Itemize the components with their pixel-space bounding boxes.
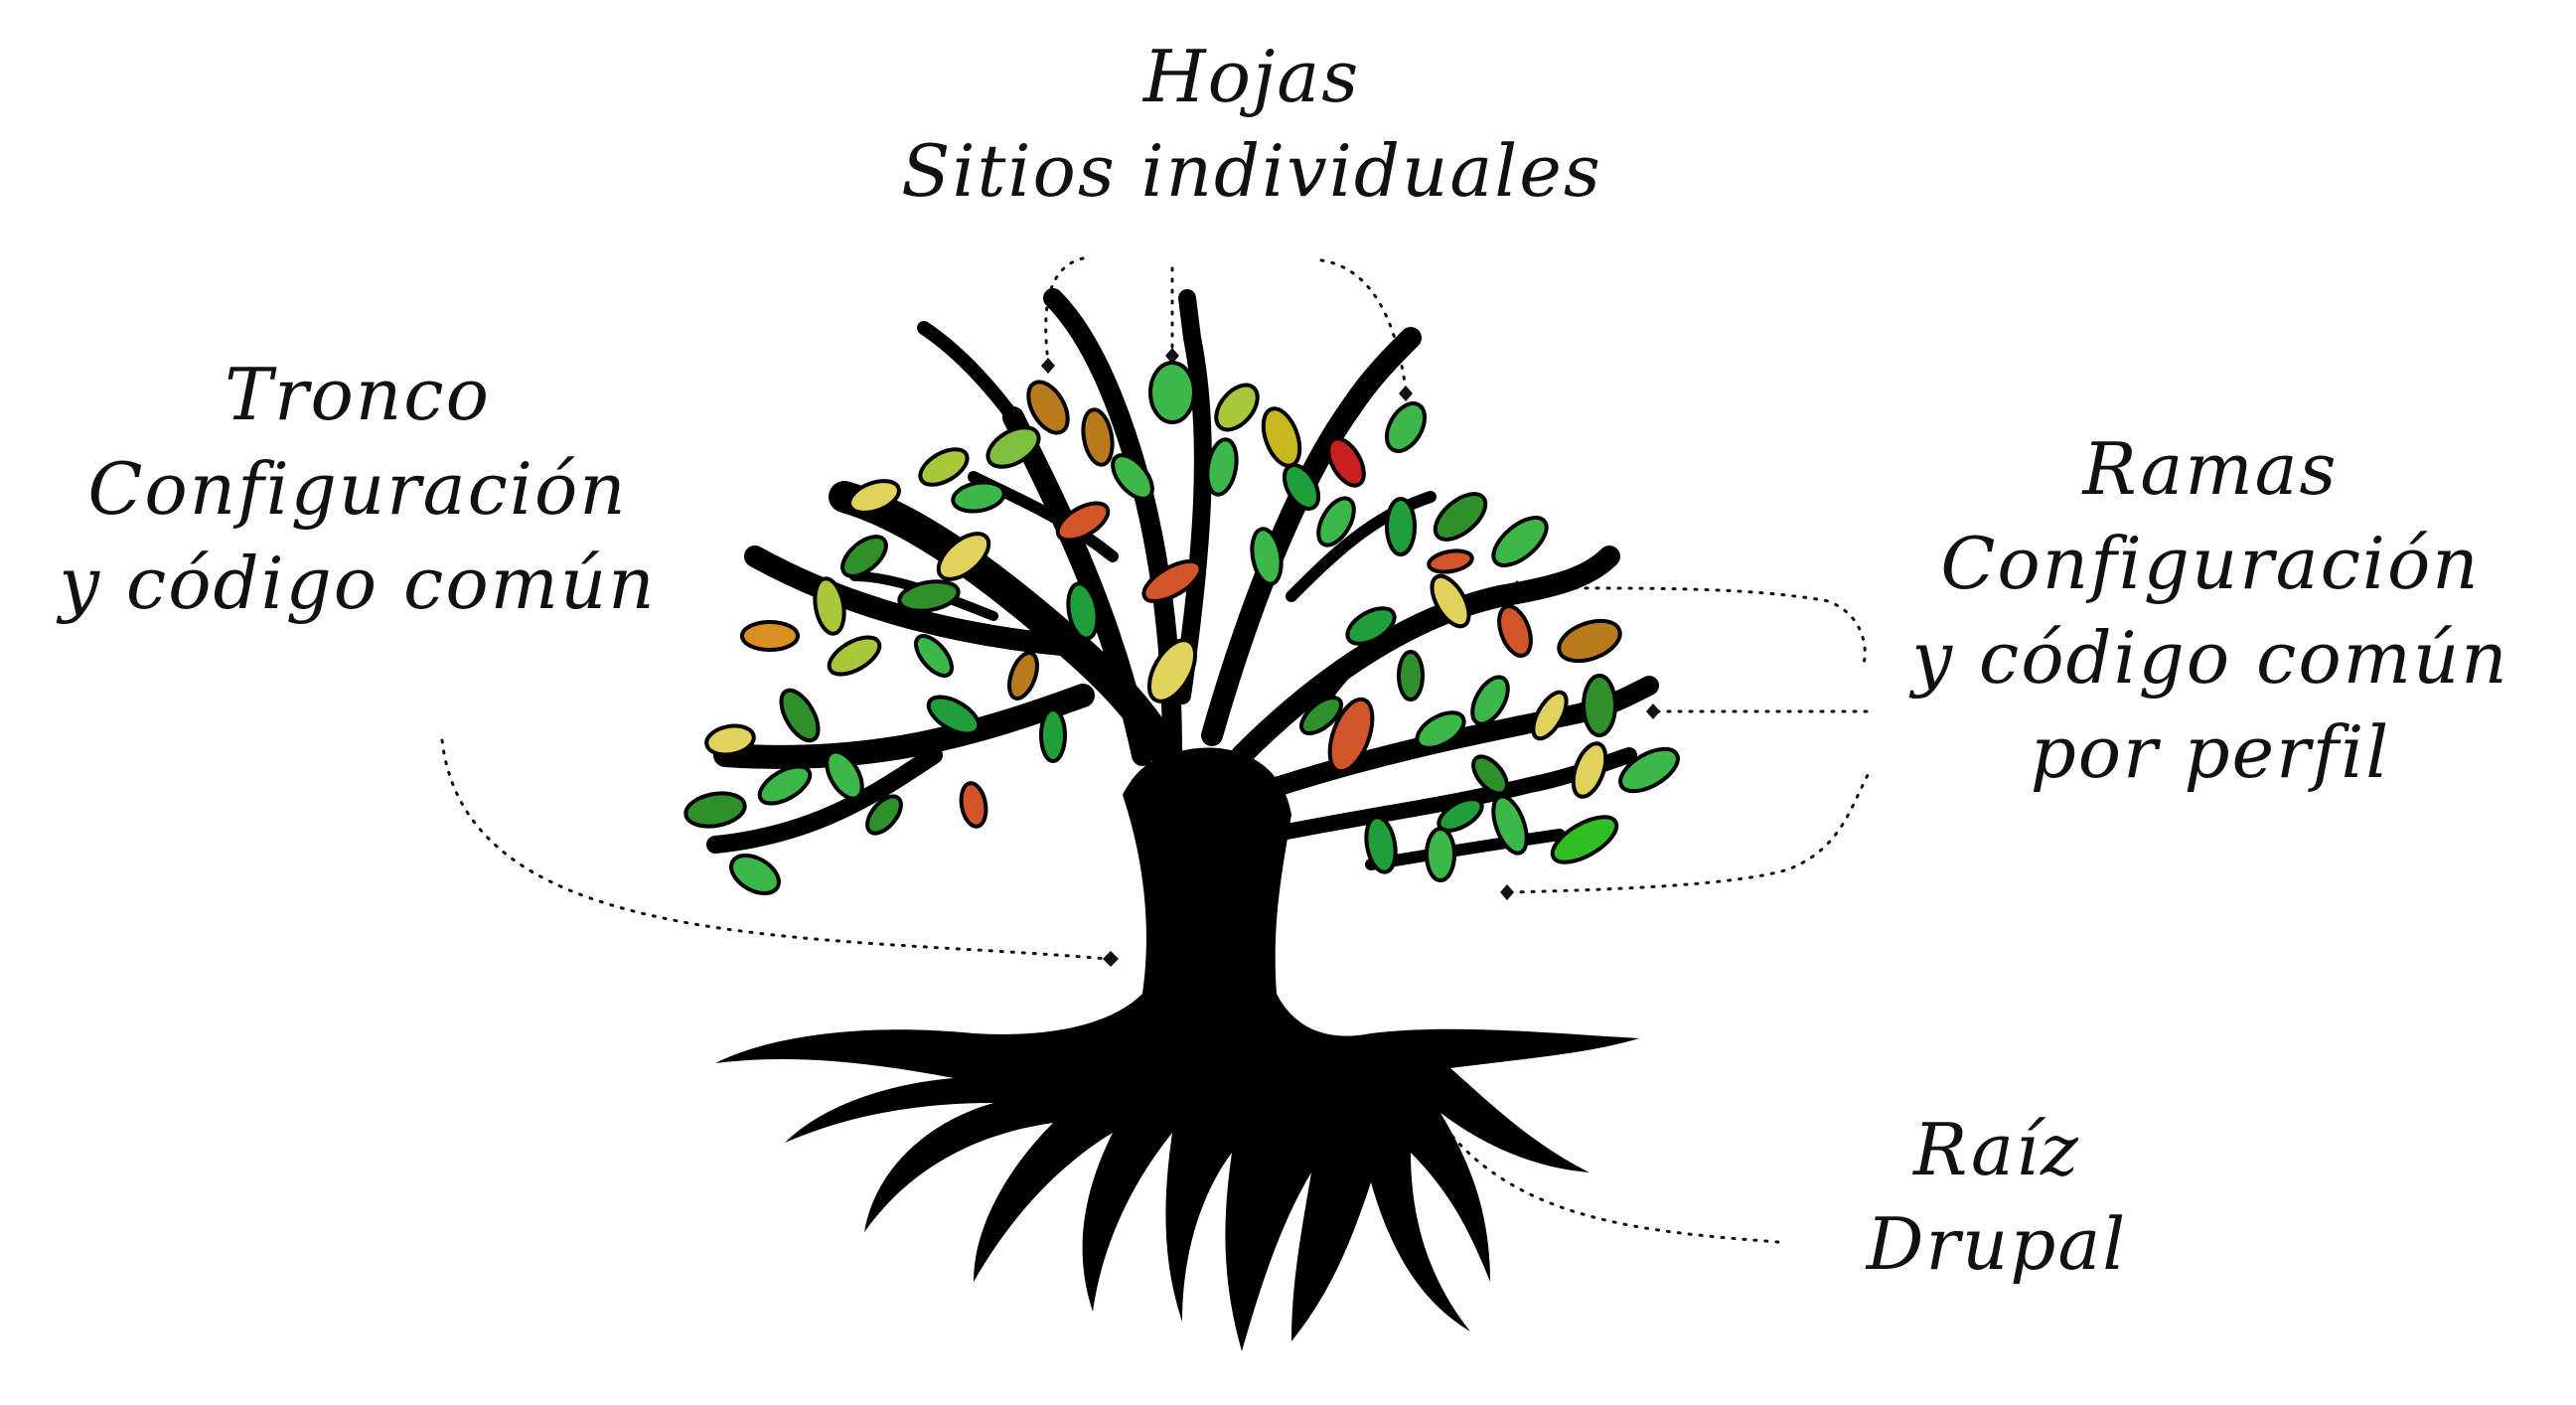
connector-ramas-bottom	[1508, 773, 1870, 894]
leaf	[1141, 558, 1203, 604]
marker-hojas-right	[1399, 386, 1413, 401]
label-raiz: Raíz Drupal	[1748, 1103, 2245, 1292]
leaf	[865, 794, 903, 836]
leaf	[704, 723, 756, 757]
leaf	[1007, 651, 1039, 701]
connector-ramas-top	[1518, 586, 1867, 668]
leaf	[1299, 696, 1343, 735]
leaf	[1582, 674, 1617, 737]
leaf	[1039, 707, 1067, 763]
leaf	[1571, 741, 1608, 799]
leaves	[683, 361, 1680, 895]
marker-hojas-left	[1041, 358, 1055, 374]
trunk	[715, 747, 1639, 1351]
leaf	[1214, 383, 1260, 432]
leaf	[1557, 618, 1622, 664]
leaf	[1437, 797, 1484, 833]
leaf	[1430, 573, 1471, 629]
label-hojas-line-1: Sitios individuales	[901, 129, 1602, 214]
label-tronco-line-1: Configuración	[87, 447, 628, 532]
leaf	[1026, 380, 1070, 435]
marker-tronco	[1103, 951, 1119, 967]
leaf	[1326, 436, 1366, 488]
leaf	[1470, 675, 1510, 726]
leaf	[1081, 407, 1115, 467]
label-ramas-line-2: y código común	[1911, 616, 2509, 701]
label-tronco-line-2: y código común	[59, 542, 657, 626]
leaf	[1250, 527, 1284, 586]
leaf	[1531, 690, 1569, 741]
leaf	[1491, 516, 1549, 567]
label-ramas-title: Ramas	[2082, 427, 2339, 511]
leaf	[1425, 827, 1456, 882]
leaf	[825, 749, 864, 801]
tree-icon	[683, 288, 1680, 1351]
leaf	[897, 579, 961, 613]
leaf	[926, 695, 982, 736]
leaf	[1385, 401, 1427, 453]
leaf	[1066, 581, 1100, 641]
leaf	[1345, 606, 1397, 646]
leaf	[847, 479, 901, 515]
leaf	[1055, 501, 1111, 543]
leaf	[1415, 710, 1466, 750]
label-ramas: Ramas Configuración y código común por p…	[1848, 422, 2573, 800]
leaf	[1433, 492, 1488, 542]
label-hojas-title: Hojas	[1142, 35, 1361, 118]
leaf	[1618, 746, 1680, 794]
leaf	[1205, 437, 1239, 497]
leaf	[1364, 815, 1398, 874]
leaf	[1261, 406, 1302, 468]
leaf	[683, 791, 747, 829]
leaf	[840, 535, 888, 578]
leaf	[813, 576, 846, 636]
label-ramas-line-1: Configuración	[1940, 522, 2481, 606]
leaf	[779, 688, 821, 743]
leaf	[918, 447, 970, 487]
label-raiz-line-1: Drupal	[1866, 1202, 2128, 1287]
marker-ramas-mid	[1646, 703, 1660, 719]
leaf	[757, 764, 813, 806]
connector-lines	[440, 256, 1870, 1244]
leaf	[936, 532, 991, 581]
connector-hojas-right	[1319, 258, 1408, 391]
leaf	[1327, 697, 1375, 774]
leaf	[827, 635, 882, 677]
leaf	[1397, 650, 1425, 702]
leaf	[1427, 548, 1474, 574]
leaf	[1385, 497, 1417, 556]
leaf	[740, 620, 800, 652]
label-hojas: Hojas Sitios individuales	[755, 30, 1748, 219]
connector-tronco	[440, 738, 1110, 961]
marker-ramas-bottom	[1500, 884, 1514, 900]
label-ramas-line-3: por perfil	[2030, 710, 2391, 795]
leaf	[1282, 463, 1321, 511]
leaf	[729, 854, 781, 895]
leaf	[1491, 794, 1529, 856]
marker-hojas-center	[1165, 348, 1179, 364]
leaf	[951, 480, 1006, 514]
leaf	[1111, 453, 1154, 501]
leaf	[1471, 754, 1509, 796]
leaf	[985, 425, 1041, 469]
label-raiz-title: Raíz	[1913, 1108, 2080, 1191]
leaf	[1550, 815, 1619, 864]
leaf	[1316, 496, 1356, 547]
label-tronco-title: Tronco	[225, 353, 491, 436]
connector-raiz	[1443, 1126, 1780, 1244]
leaf	[1146, 638, 1198, 703]
leaf	[959, 781, 988, 829]
leaf	[1148, 361, 1196, 424]
leaf	[914, 634, 954, 678]
label-tronco: Tronco Configuración y código común	[0, 348, 715, 631]
leaf	[1497, 604, 1533, 658]
